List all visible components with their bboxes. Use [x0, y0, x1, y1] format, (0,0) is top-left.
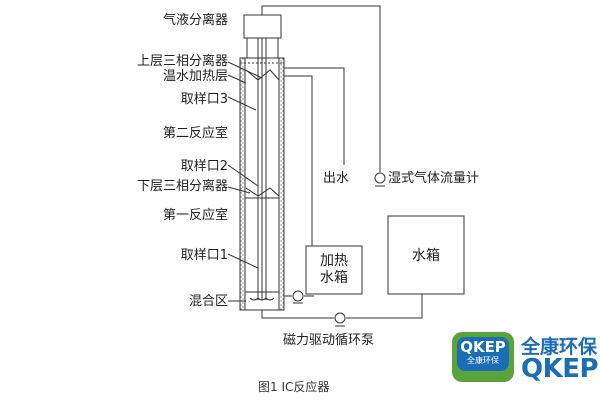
- wet-gas-flow-meter-icon: [374, 172, 386, 184]
- logo-badge-subtext: 全康环保: [467, 356, 499, 365]
- heating-tank-label-line2: 水箱: [320, 270, 348, 286]
- heating-pump-icon: [292, 290, 304, 302]
- label-lower-three-phase-separator: 下层三相分离器: [136, 179, 228, 194]
- water-outlet-line: [284, 67, 345, 165]
- label-magnetic-pump: 磁力驱动循环泵: [283, 333, 375, 348]
- brand-name-cn: 全康环保: [521, 336, 598, 358]
- magnetic-pump-icon: [334, 312, 346, 324]
- label-warm-water-heating-layer: 温水加热层: [162, 69, 228, 84]
- label-upper-three-phase-separator: 上层三相分离器: [136, 54, 228, 69]
- heating-tank-label-line1: 加热: [320, 253, 348, 269]
- logo-badge-text: QKEP: [460, 338, 506, 356]
- recirculation-line: [261, 310, 334, 319]
- figure-caption: 图1 IC反应器: [258, 380, 330, 394]
- warm-water-jacket-right: [278, 57, 285, 311]
- label-gas-liquid-separator: 气液分离器: [162, 13, 228, 28]
- gas-line: [261, 5, 381, 172]
- label-wet-gas-flow-meter: 湿式气体流量计: [388, 171, 480, 186]
- heating-tank-label: 加热 水箱: [306, 253, 362, 287]
- heating-loop-top: [284, 75, 313, 246]
- label-first-reaction-chamber: 第一反应室: [162, 208, 228, 223]
- qkep-logo-badge: QKEP 全康环保: [452, 332, 514, 382]
- label-sampling-port-2: 取样口2: [180, 159, 228, 174]
- gas-liquid-separator-shape: [243, 14, 282, 39]
- water-tank-label: 水箱: [412, 248, 440, 264]
- label-sampling-port-3: 取样口3: [180, 92, 228, 107]
- brand-name-en: QKEP: [521, 354, 599, 384]
- heating-tank-shape: [305, 245, 363, 295]
- lower-separator-shape: [245, 187, 280, 197]
- water-tank-shape: [387, 215, 465, 295]
- label-mixing-zone: 混合区: [188, 294, 228, 309]
- label-water-outlet: 出水: [323, 171, 350, 186]
- upper-separator-shape: [245, 69, 280, 81]
- label-sampling-port-1: 取样口1: [180, 248, 228, 263]
- label-second-reaction-chamber: 第二反应室: [162, 126, 228, 141]
- warm-water-jacket-left: [239, 57, 246, 311]
